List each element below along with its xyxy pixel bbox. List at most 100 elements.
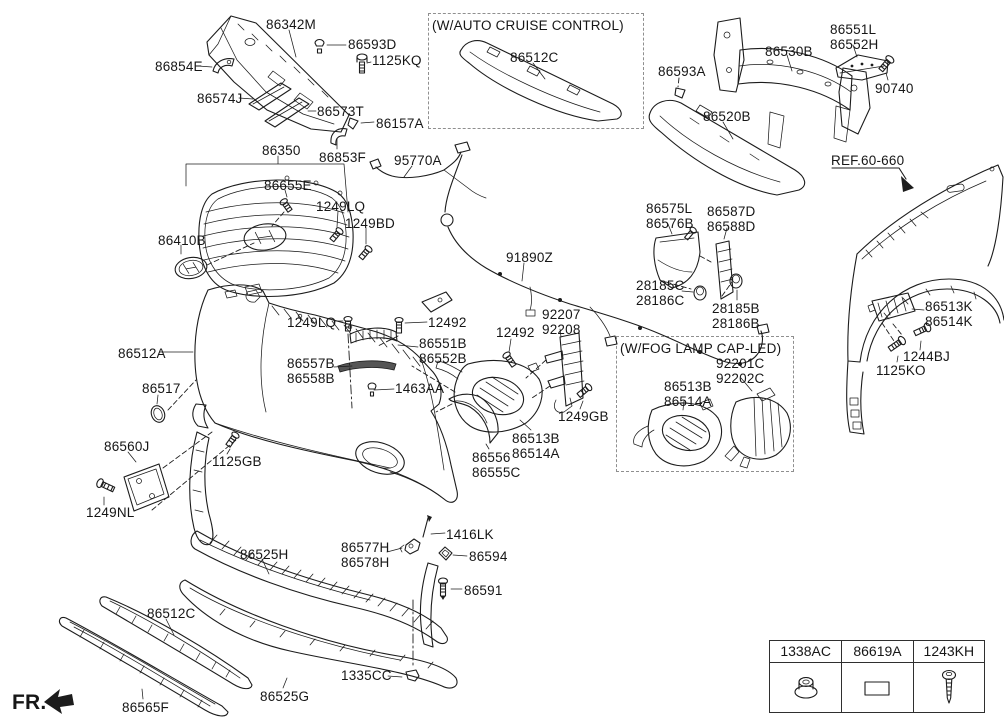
part-label-1125kq: 1125KQ <box>372 53 422 68</box>
bolt-1249lq-bumper-icon <box>343 315 353 332</box>
clip-1335cc-icon <box>405 669 420 682</box>
part-label-86853f: 86853F <box>319 150 366 165</box>
clip-86593a-icon <box>674 87 686 99</box>
part-label-86594: 86594 <box>469 549 508 564</box>
part-label-86573t: 86573T <box>317 104 364 119</box>
part-label-91890z: 91890Z <box>506 250 553 265</box>
part-label-1249gb: 1249GB <box>558 409 609 424</box>
fastener-table: 1338AC 86619A 1243KH <box>769 640 985 713</box>
part-label-86560j: 86560J <box>104 439 150 454</box>
part-label-86593a: 86593A <box>658 64 706 79</box>
part-label-ref-60-660[interactable]: REF.60-660 <box>831 153 905 168</box>
part-label-86854e: 86854E <box>155 59 203 74</box>
part-label-1249bd: 1249BD <box>345 216 395 231</box>
part-label-1244bj: 1244BJ <box>903 349 950 364</box>
part-label-12492-fog: 12492 <box>496 325 535 340</box>
fastener-column-1243kh: 1243KH <box>912 641 984 712</box>
part-label-86342m: 86342M <box>266 17 316 32</box>
bumper-side-support-drawing <box>189 431 214 546</box>
side-cover-86575l-drawing <box>653 226 701 289</box>
part-label-86512c-cruise: 86512C <box>510 50 559 65</box>
part-label-86520b: 86520B <box>703 109 751 124</box>
front-fender-drawing <box>846 164 1004 435</box>
part-label-86512a: 86512A <box>118 346 166 361</box>
part-label-86350: 86350 <box>262 143 301 158</box>
clip-86157a-icon <box>347 117 359 130</box>
bolt-90740-icon <box>878 55 895 73</box>
clip-86517-icon <box>150 405 166 423</box>
fastener-cell-86619a <box>842 663 912 712</box>
lower-bumper-end-cap-drawing <box>419 562 439 648</box>
front-bumper-cover-drawing <box>192 283 458 503</box>
screw-86655e-icon <box>279 198 293 213</box>
caption-fog-lamp: (W/FOG LAMP CAP-LED) <box>620 341 782 356</box>
brace-86574j-drawing <box>248 82 292 111</box>
auto-cruise-option-box <box>428 13 644 129</box>
cowl-top-cover-drawing <box>206 15 350 133</box>
bolt-1249bd-icon <box>358 245 373 261</box>
trim-86557b-drawing <box>337 360 397 373</box>
bolt-1244bj-icon <box>913 322 932 337</box>
bumper-back-beam-drawing <box>713 17 871 149</box>
bumper-absorber-cruise-drawing <box>459 40 622 122</box>
lower-trim-86565f-drawing <box>58 617 229 717</box>
fastener-code-1243kh: 1243KH <box>913 641 984 663</box>
pin-1416lk-icon <box>422 515 432 538</box>
screw-1249nl-icon <box>96 478 116 493</box>
fog-bracket-92207-drawing <box>544 332 585 413</box>
fr-direction-arrow-icon <box>44 689 74 714</box>
caption-auto-cruise: (W/AUTO CRUISE CONTROL) <box>432 18 624 33</box>
bracket-86551l-drawing <box>835 54 889 81</box>
part-label-12492-bumper: 12492 <box>428 315 467 330</box>
bolt-12492-bumper-icon <box>394 316 404 334</box>
lower-grille-86512c-drawing <box>99 596 253 690</box>
flange-nut-icon <box>794 676 818 699</box>
energy-absorber-drawing <box>648 99 806 196</box>
lower-lip-86525g-drawing <box>179 579 458 689</box>
hyundai-emblem-86410b-drawing <box>174 256 208 280</box>
screw-86591-icon <box>437 577 449 600</box>
bolt-1249lq-upper-icon <box>329 227 344 243</box>
fog-lamp-option-box <box>616 336 794 472</box>
camera-harness-95770a-drawing <box>369 141 487 199</box>
brace-86573t-drawing <box>264 97 310 128</box>
part-label-86593d: 86593D <box>348 37 397 52</box>
part-label-1125gb: 1125GB <box>212 454 262 469</box>
fastener-code-86619a: 86619A <box>842 641 913 663</box>
part-label-1416lk: 1416LK <box>446 527 494 542</box>
bolt-12492-fog-icon <box>502 351 517 368</box>
bracket-86853f-drawing <box>330 128 348 146</box>
bracket-86854e-drawing <box>212 58 235 74</box>
part-label-86574j: 86574J <box>197 91 243 106</box>
fastener-cell-1338ac <box>770 663 841 712</box>
fastener-code-1338ac: 1338AC <box>770 641 842 663</box>
part-label-86530b: 86530B <box>765 44 813 59</box>
clip-86593d-icon <box>314 38 325 54</box>
part-label-86525h: 86525H <box>240 547 289 562</box>
clip-28185c-icon <box>693 285 707 301</box>
part-label-86517: 86517 <box>142 381 181 396</box>
fog-lamp-harness-91890z-drawing <box>440 154 770 366</box>
clip-86594-icon <box>438 546 453 561</box>
lower-bumper-86525h-drawing <box>190 530 448 645</box>
part-label-86410b: 86410B <box>158 233 206 248</box>
ref-60-660-arrow <box>831 167 914 192</box>
part-label-86512c-lower: 86512C <box>147 606 196 621</box>
part-label-1249lq-upper: 1249LQ <box>316 199 366 214</box>
fog-bezel-86513b-drawing <box>435 359 543 433</box>
part-label-86655e: 86655E <box>264 178 312 193</box>
